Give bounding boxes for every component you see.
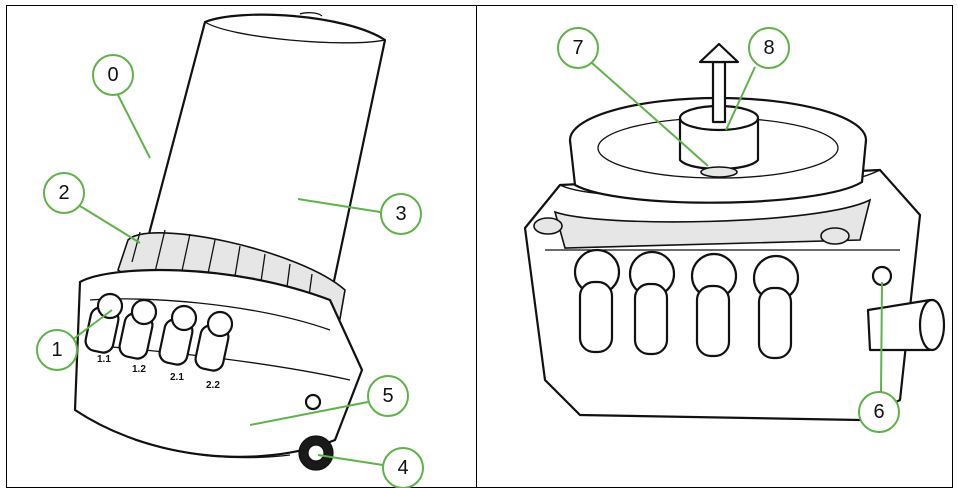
callout-label-3: 3 — [395, 203, 406, 225]
side-connector — [866, 298, 946, 352]
callout-7: 7 — [557, 27, 709, 167]
port-1-2: 1.2 — [118, 298, 158, 375]
callouts: 0 1 2 3 4 5 6 — [36, 27, 900, 488]
callout-label-0: 0 — [107, 64, 118, 86]
screw-hole-left — [304, 393, 322, 411]
port-2-2: 2.2 — [194, 310, 234, 391]
callout-6: 6 — [858, 281, 900, 433]
port-label-2-1: 2.1 — [170, 372, 184, 383]
callout-label-5: 5 — [382, 385, 393, 407]
callout-label-8: 8 — [763, 37, 774, 59]
port-label-2-2: 2.2 — [206, 380, 220, 391]
callout-4: 4 — [317, 447, 424, 488]
corner-screw-right — [820, 227, 850, 245]
shaft — [698, 42, 740, 178]
port-1-1: 1.1 — [84, 292, 124, 365]
callout-label-4: 4 — [397, 457, 408, 479]
corner-screw-left — [533, 217, 563, 235]
callout-5: 5 — [249, 375, 409, 426]
callout-label-2: 2 — [58, 182, 69, 204]
callout-8: 8 — [725, 27, 790, 131]
callout-label-7: 7 — [572, 37, 583, 59]
port-right-3 — [690, 252, 738, 358]
port-2-1: 2.1 — [158, 304, 198, 383]
callout-label-1: 1 — [51, 339, 62, 361]
electrical-connector — [298, 435, 334, 471]
callout-label-6: 6 — [873, 401, 884, 423]
left-device: 1.1 1.2 2.1 2.2 — [73, 12, 387, 471]
port-label-1-1: 1.1 — [97, 354, 111, 365]
callout-3: 3 — [297, 193, 422, 235]
port-label-1-2: 1.2 — [132, 364, 146, 375]
right-device — [523, 42, 946, 422]
pneumatic-ports-left: 1.1 1.2 2.1 2.2 — [84, 292, 234, 391]
pneumatic-ports-right — [573, 248, 800, 360]
callout-0: 0 — [92, 54, 151, 159]
port-right-2 — [628, 250, 676, 356]
port-right-4 — [752, 254, 800, 360]
port-right-1 — [573, 248, 621, 354]
callout-1: 1 — [36, 309, 113, 371]
callout-2: 2 — [43, 172, 141, 244]
